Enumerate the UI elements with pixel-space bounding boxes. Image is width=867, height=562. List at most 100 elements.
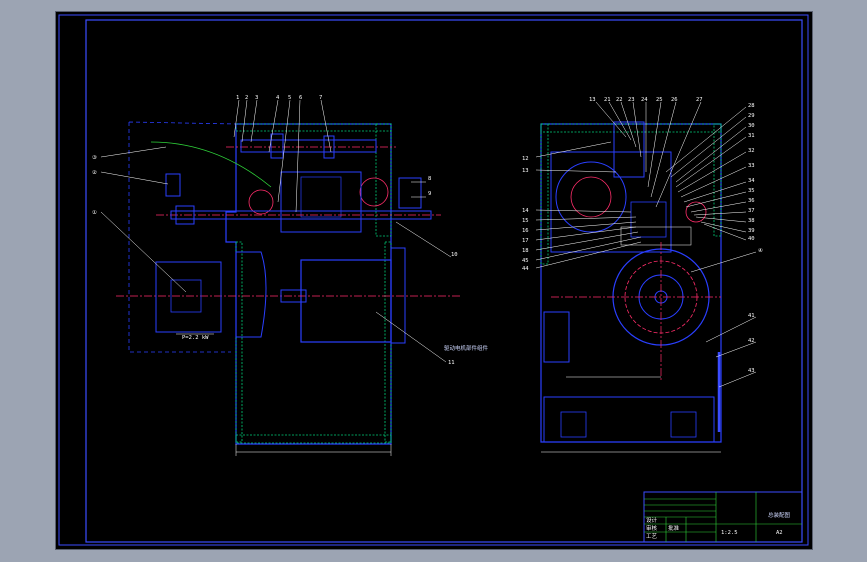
right-left-label-3: 14 [522, 208, 529, 214]
left-pulley-assembly [155, 261, 222, 333]
right-top-label-1: 13 [589, 97, 596, 103]
left-label-1: 1 [236, 95, 239, 101]
right-foot-right [670, 411, 697, 438]
motor-end-cap [235, 251, 267, 338]
right-side-label-4: 31 [748, 133, 755, 139]
left-label-10: 10 [451, 252, 458, 258]
middle-gear-inner [300, 176, 342, 218]
housing-wall-hatch-bottom [235, 434, 392, 444]
title-block-scale: 1:2.5 [721, 530, 738, 536]
right-upper-gear-outer [555, 161, 627, 233]
right-upper-chamber [550, 151, 672, 253]
right-top-label-5: 24 [641, 97, 648, 103]
right-upper-gear-inner [570, 176, 612, 218]
right-left-label-4: 15 [522, 218, 529, 224]
left-label-11: 11 [448, 360, 455, 366]
left-motor-annotation: 驱动电机部件组件 [444, 344, 489, 352]
right-small-motor [543, 311, 570, 363]
right-top-label-7: 26 [671, 97, 678, 103]
right-side-label-7: 34 [748, 178, 755, 184]
right-side-label-2: 29 [748, 113, 755, 119]
right-left-label-6: 17 [522, 238, 529, 244]
assembly-drawing: P=2.2 kW 1 2 3 4 5 6 [58, 14, 809, 546]
drawing-frame-outer [58, 14, 809, 546]
middle-gear-block [280, 171, 362, 233]
left-circled-1: ① [92, 209, 97, 216]
right-side-label-15: 42 [748, 338, 755, 344]
left-circled-2: ② [92, 169, 97, 176]
upper-gear-1 [270, 133, 284, 159]
left-view: P=2.2 kW 1 2 3 4 5 6 [92, 95, 489, 456]
belt-curve [150, 141, 272, 188]
left-label-7: 7 [319, 95, 322, 101]
right-side-label-11: 38 [748, 218, 755, 224]
left-label-6: 6 [299, 95, 302, 101]
external-guard-dashed [128, 121, 237, 353]
right-view: 13 21 22 23 24 25 26 27 12 13 14 15 16 1… [522, 97, 763, 453]
upper-shaft [240, 139, 377, 153]
housing-wall-hatch-left [235, 241, 243, 443]
right-wall-hatch-left [540, 123, 549, 265]
right-side-label-1: 28 [748, 103, 755, 109]
left-label-3: 3 [255, 95, 258, 101]
title-block-row-2: 审核 [646, 524, 658, 532]
motor-body [300, 259, 392, 343]
right-side-label-13: 40 [748, 236, 755, 242]
cad-viewport[interactable]: P=2.2 kW 1 2 3 4 5 6 [55, 11, 813, 550]
right-side-label-16: 43 [748, 368, 755, 374]
right-side-label-5: 32 [748, 148, 755, 154]
right-mid-block [630, 201, 667, 238]
title-block-sheet: A2 [776, 530, 783, 536]
right-lower-box [620, 226, 692, 246]
left-label-2: 2 [245, 95, 248, 101]
right-side-label-10: 37 [748, 208, 755, 214]
right-leaders [535, 101, 757, 388]
left-label-9: 9 [428, 191, 431, 197]
left-circled-3: ③ [92, 154, 97, 161]
motor-shaft [280, 289, 307, 303]
right-side-gear [685, 201, 707, 223]
title-block-row-1: 设计 [646, 516, 658, 524]
left-label-8: 8 [428, 176, 431, 182]
right-left-label-7: 18 [522, 248, 529, 254]
housing-wall-hatch-top [235, 123, 392, 132]
main-shaft-coupling [175, 205, 195, 225]
right-wall-hatch-top [540, 123, 722, 133]
right-wall-hatch-right [713, 123, 722, 237]
main-shaft [170, 210, 432, 220]
motor-flange [390, 247, 406, 344]
right-left-label-8: 45 [522, 258, 529, 264]
housing-wall-hatch-right-top [375, 123, 392, 237]
right-top-label-6: 25 [656, 97, 663, 103]
right-left-label-9: 44 [522, 266, 529, 272]
left-handwheel [165, 173, 181, 197]
right-base [543, 396, 715, 443]
right-side-label-12: 39 [748, 228, 755, 234]
right-side-label-8: 35 [748, 188, 755, 194]
right-left-label-5: 16 [522, 228, 529, 234]
upper-gear-2 [323, 135, 335, 159]
right-side-label-9: 36 [748, 198, 755, 204]
right-circled-4: ④ [758, 247, 763, 254]
middle-gear-right [359, 177, 389, 207]
right-top-label-3: 22 [616, 97, 623, 103]
right-left-label-1: 12 [522, 156, 529, 162]
title-block: 设计 审核 工艺 批准 总装配图 1:2.5 A2 [643, 491, 803, 543]
right-bracket [398, 177, 422, 209]
right-top-label-4: 23 [628, 97, 635, 103]
right-foot-left [560, 411, 587, 438]
title-block-drawing-name: 总装配图 [768, 511, 791, 519]
right-top-label-2: 21 [604, 97, 611, 103]
left-leaders [100, 99, 452, 363]
right-top-bracket [613, 121, 645, 178]
left-label-5: 5 [288, 95, 291, 101]
left-label-4: 4 [276, 95, 280, 101]
title-block-row-3: 工艺 [646, 533, 658, 540]
right-side-label-6: 33 [748, 163, 755, 169]
right-side-label-3: 30 [748, 123, 755, 129]
right-left-label-2: 13 [522, 168, 529, 174]
right-side-label-14: 41 [748, 313, 755, 319]
middle-gear-left [248, 189, 274, 215]
title-block-row-4: 批准 [668, 524, 680, 532]
left-pulley-note: P=2.2 kW [182, 335, 209, 341]
